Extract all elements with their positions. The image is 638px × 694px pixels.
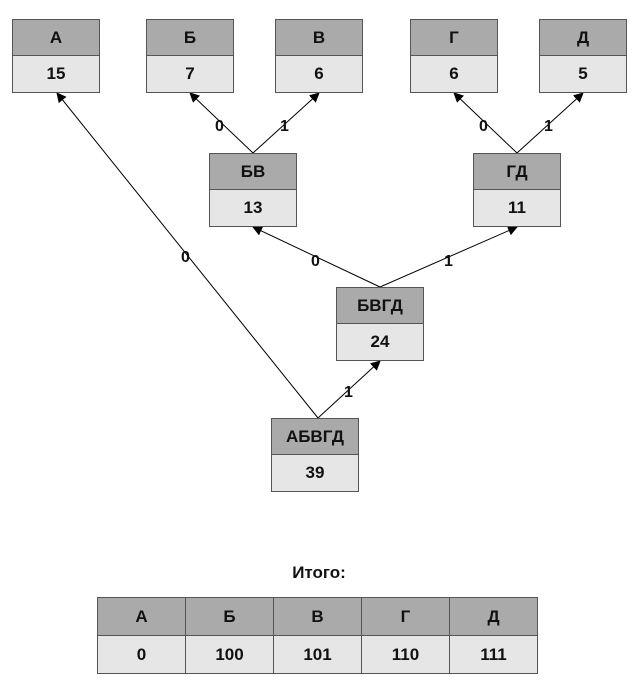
node-weight: 6 (276, 56, 362, 92)
code-table-cell: 110 (361, 635, 450, 674)
code-table-cell: 111 (449, 635, 538, 674)
code-table-header-cell: Г (361, 597, 450, 636)
node-label: ГД (474, 154, 560, 190)
code-table-row: 0 100 101 110 111 (97, 635, 538, 674)
node-label: Д (540, 20, 626, 56)
edge-label-gd-d: 1 (544, 118, 553, 135)
code-table-header-cell: В (273, 597, 362, 636)
node-g: Г 6 (410, 19, 498, 93)
node-label: А (13, 20, 99, 56)
edge-abvgd-a (56, 92, 319, 419)
node-label: Г (411, 20, 497, 56)
node-weight: 15 (13, 56, 99, 92)
node-weight: 5 (540, 56, 626, 92)
node-bvgd: БВГД 24 (336, 287, 424, 361)
edge-gd-g (453, 92, 518, 154)
code-table-header-cell: А (97, 597, 186, 636)
node-weight: 24 (337, 324, 423, 360)
edge-bvgd-gd (379, 226, 518, 288)
node-abvgd: АБВГД 39 (271, 418, 359, 492)
node-b: Б 7 (146, 19, 234, 93)
node-label: АБВГД (272, 419, 358, 455)
node-gd: ГД 11 (473, 153, 561, 227)
node-label: БВГД (337, 288, 423, 324)
summary-title: Итого: (292, 563, 346, 582)
edge-label-abvgd-a: 0 (181, 249, 190, 266)
code-table: А Б В Г Д 0 100 101 110 111 (97, 597, 538, 674)
node-weight: 13 (210, 190, 296, 226)
code-table-header-cell: Б (185, 597, 274, 636)
edge-label-gd-g: 0 (479, 118, 488, 135)
edge-label-bv-v: 1 (280, 118, 289, 135)
node-weight: 7 (147, 56, 233, 92)
edge-label-bvgd-gd: 1 (444, 253, 453, 270)
edge-label-bvgd-bv: 0 (311, 253, 320, 270)
code-table-header-row: А Б В Г Д (97, 597, 538, 636)
code-table-header-cell: Д (449, 597, 538, 636)
edge-bv-b (189, 92, 254, 154)
node-label: Б (147, 20, 233, 56)
code-table-cell: 100 (185, 635, 274, 674)
node-v: В 6 (275, 19, 363, 93)
node-weight: 39 (272, 455, 358, 491)
edge-bv-v (252, 92, 320, 154)
node-weight: 11 (474, 190, 560, 226)
node-label: В (276, 20, 362, 56)
node-a: А 15 (12, 19, 100, 93)
node-label: БВ (210, 154, 296, 190)
edge-gd-d (516, 92, 584, 154)
node-bv: БВ 13 (209, 153, 297, 227)
edge-label-abvgd-bvgd: 1 (344, 384, 353, 401)
edge-bvgd-bv (252, 226, 381, 288)
code-table-cell: 101 (273, 635, 362, 674)
node-d: Д 5 (539, 19, 627, 93)
edge-abvgd-bvgd (317, 360, 381, 419)
edge-label-bv-b: 0 (215, 118, 224, 135)
code-table-cell: 0 (97, 635, 186, 674)
node-weight: 6 (411, 56, 497, 92)
